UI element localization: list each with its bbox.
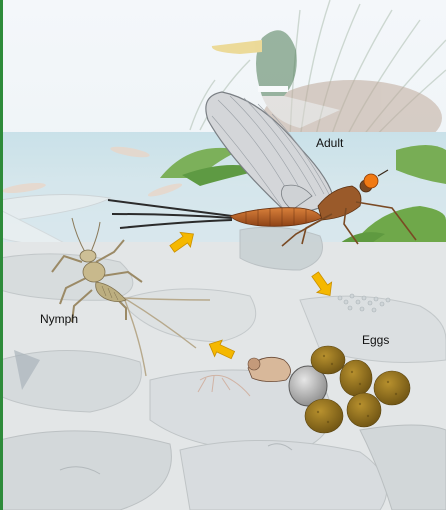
frame-border xyxy=(0,0,3,510)
label-nymph: Nymph xyxy=(40,312,78,326)
stream-bed xyxy=(0,227,446,510)
label-eggs: Eggs xyxy=(362,333,389,347)
label-adult: Adult xyxy=(316,136,343,150)
